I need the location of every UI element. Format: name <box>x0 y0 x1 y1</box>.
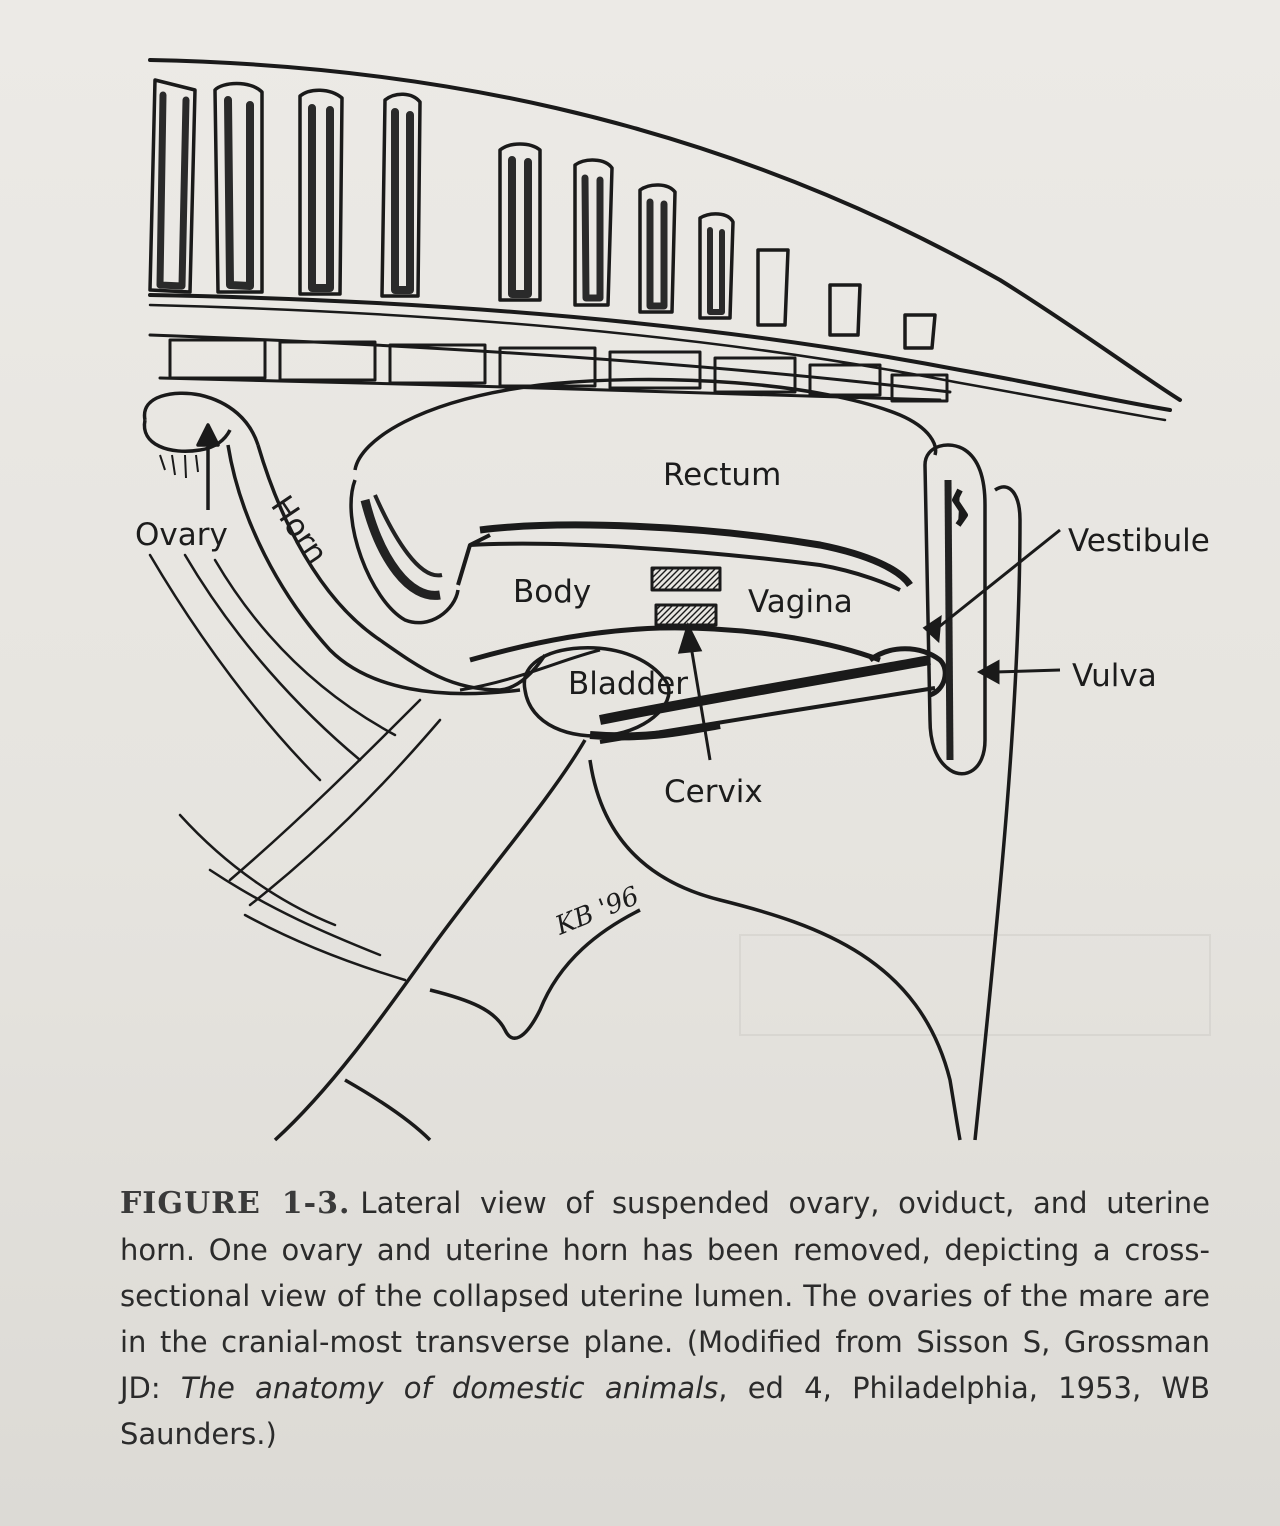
spinous-processes <box>148 78 937 350</box>
label-body: Body <box>513 574 591 610</box>
caption-source-title: The anatomy of domestic animals <box>180 1371 719 1405</box>
broad-ligament-lines <box>148 553 442 982</box>
caption-source-rest: , ed 4, Philadelphia, 1953, WB Saunders.… <box>120 1371 1211 1451</box>
label-horn: Horn <box>263 489 334 571</box>
vertebral-column <box>148 58 1182 422</box>
label-vestibule: Vestibule <box>1068 523 1210 559</box>
bladder <box>522 646 671 738</box>
label-ovary: Ovary <box>135 517 228 553</box>
label-cervix: Cervix <box>664 774 763 810</box>
figure-caption: FIGURE 1-3.Lateral view of suspended ova… <box>120 1180 1210 1457</box>
label-pointers <box>677 528 1061 761</box>
artist-signature: KB '96 <box>550 881 643 942</box>
label-vagina: Vagina <box>748 584 853 620</box>
figure-number: FIGURE 1-3. <box>120 1186 351 1221</box>
ventral-outline <box>273 739 962 1142</box>
caption-text: Lateral view of suspended ovary, oviduct… <box>120 1186 1210 1405</box>
label-bladder: Bladder <box>568 666 688 702</box>
uterine-lumen <box>459 521 913 692</box>
anatomy-diagram: Ovary Horn Rectum Body Vagina Bladder Ce… <box>135 58 1211 1142</box>
rectum <box>349 377 938 625</box>
urethra <box>589 646 948 744</box>
label-vulva: Vulva <box>1072 658 1157 694</box>
vertebral-bodies <box>168 338 949 403</box>
bleed-through <box>739 934 1211 1036</box>
ovary-and-horn <box>142 391 547 696</box>
label-rectum: Rectum <box>663 457 781 493</box>
